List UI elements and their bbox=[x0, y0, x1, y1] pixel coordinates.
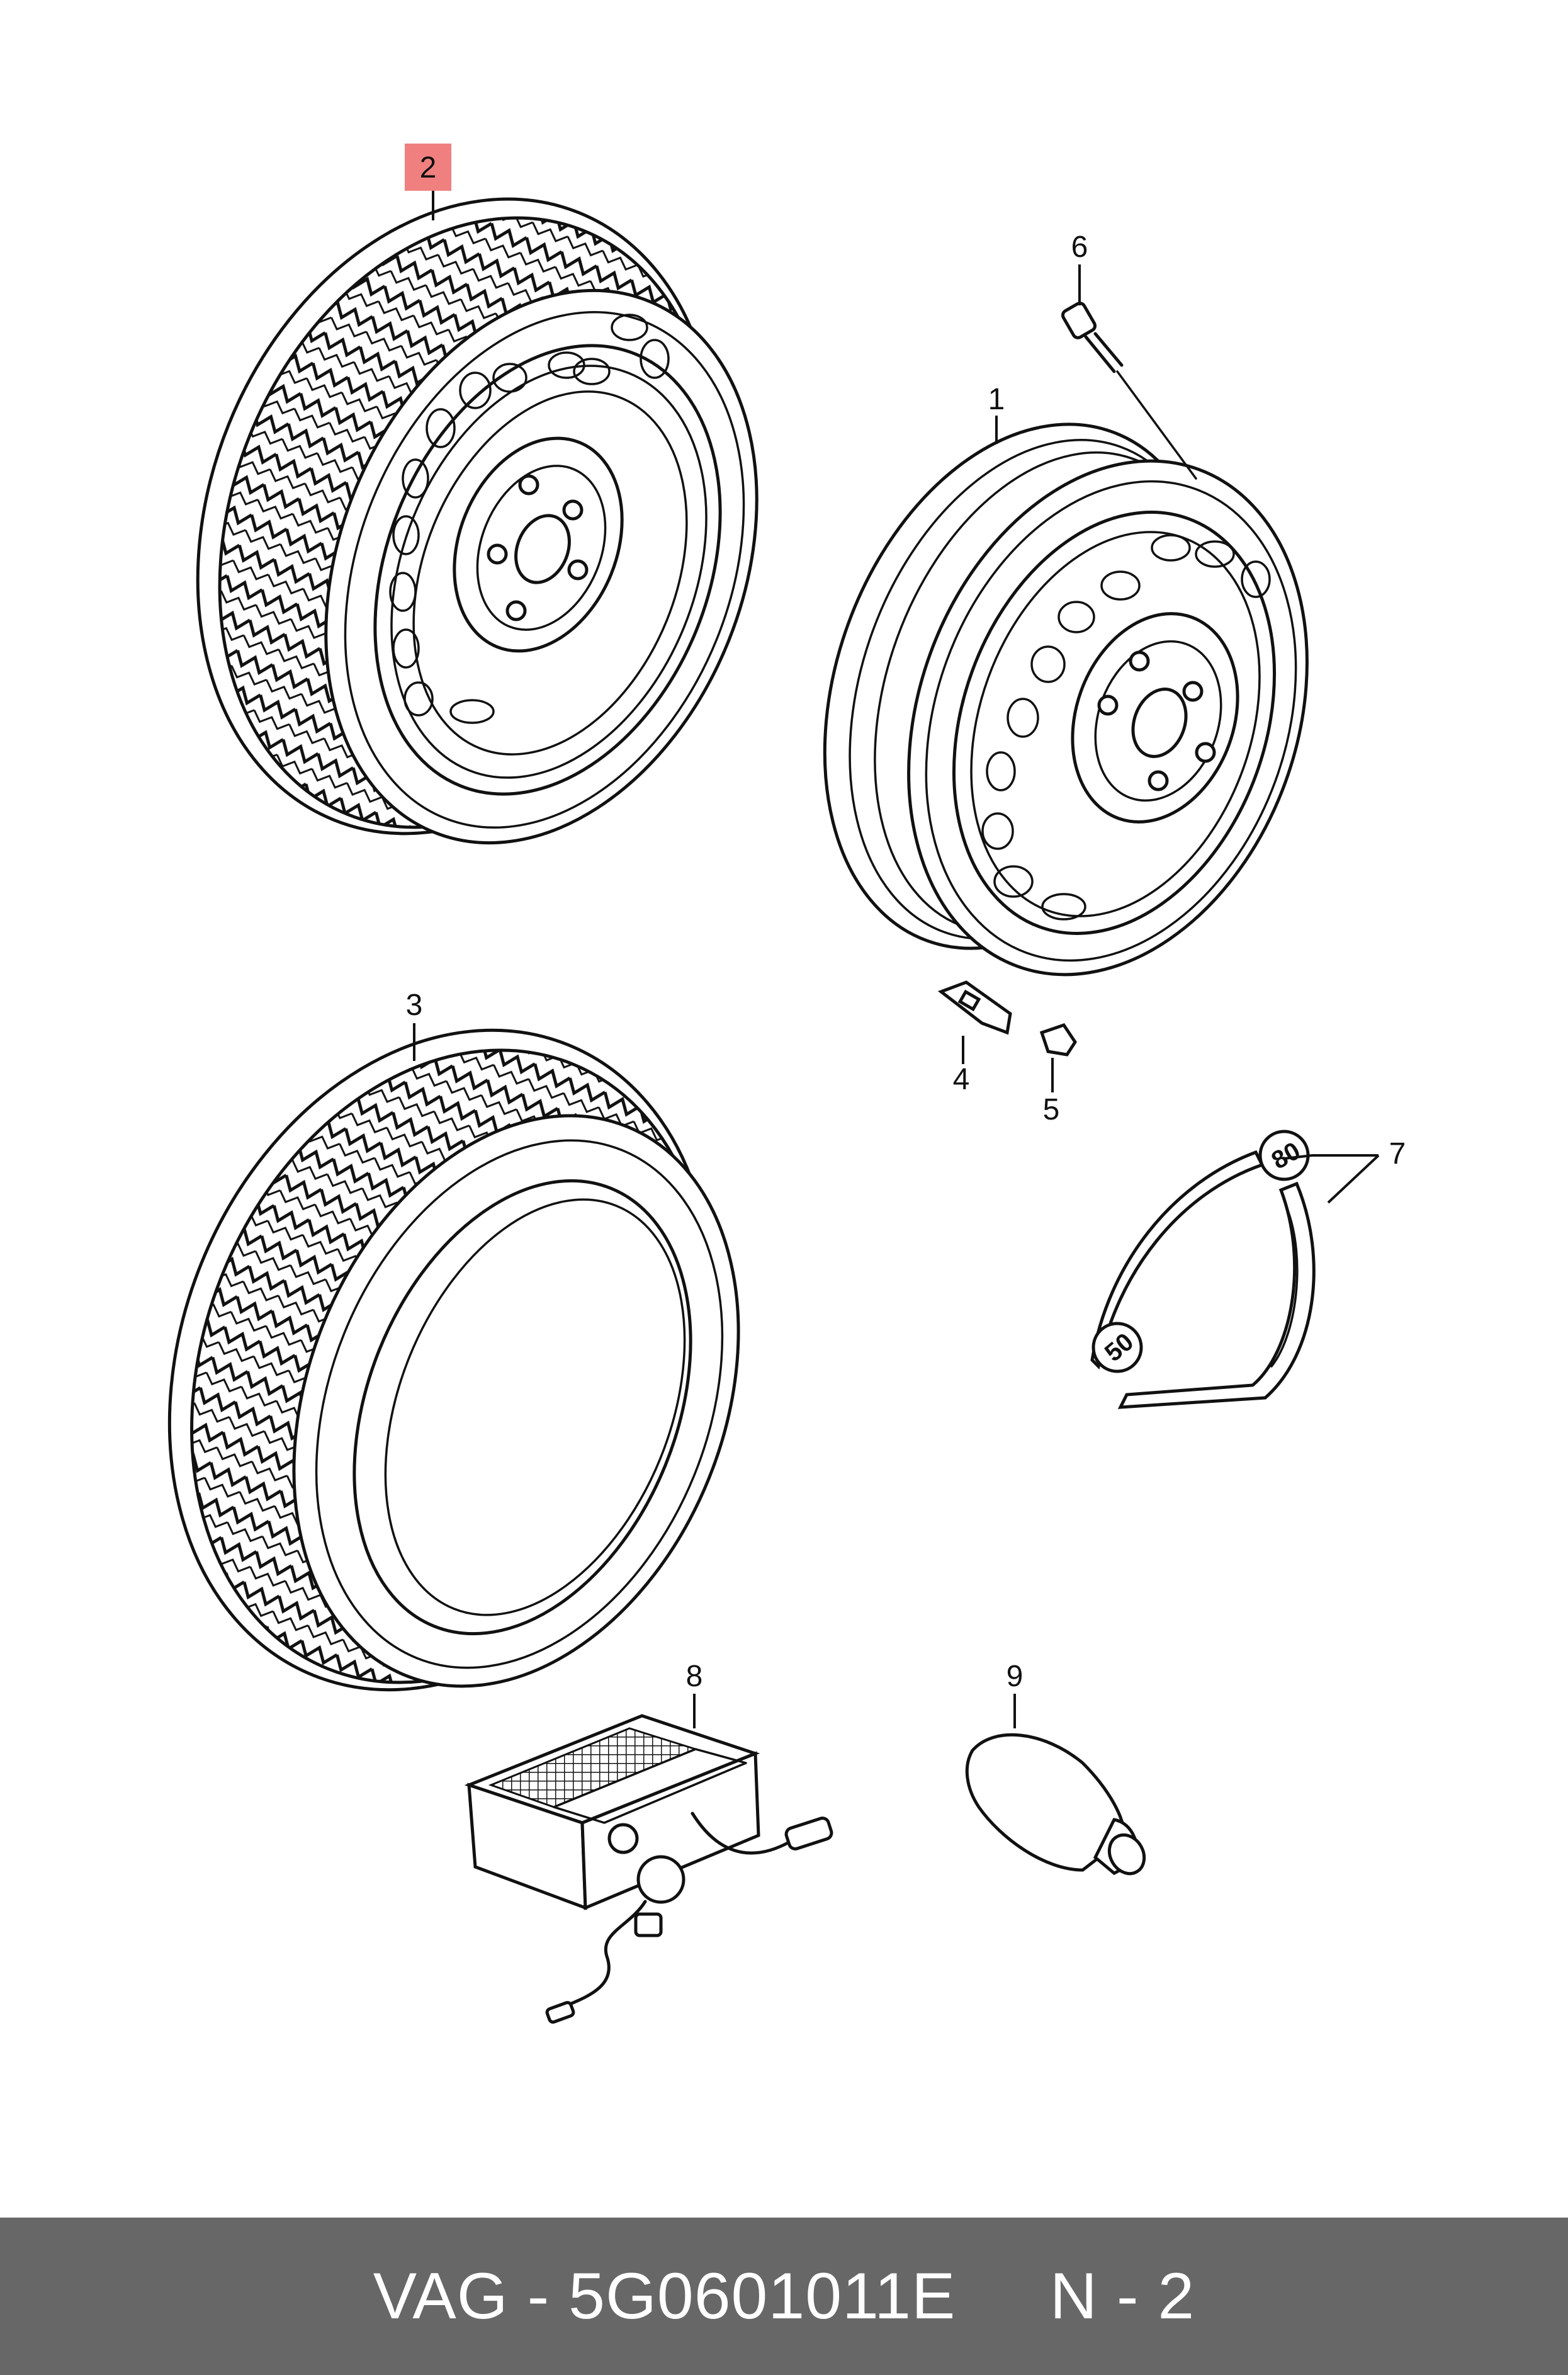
callout-8: 8 bbox=[686, 1660, 703, 1693]
complete-wheel-illustration bbox=[196, 197, 759, 845]
highlight-callout-2 bbox=[405, 144, 451, 191]
callout-4: 4 bbox=[953, 1063, 970, 1096]
callout-5: 5 bbox=[1043, 1093, 1060, 1126]
callout-3: 3 bbox=[406, 989, 423, 1022]
callout-9: 9 bbox=[1007, 1660, 1024, 1693]
tyre-illustration bbox=[167, 1028, 740, 1692]
callout-2: 2 bbox=[420, 151, 437, 184]
parts-diagram: 80 50 2 1 6 3 4 bbox=[167, 144, 1406, 2024]
part-number-caption: VAG - 5G0601011E N - 2 bbox=[373, 2259, 1195, 2333]
callout-7: 7 bbox=[1389, 1137, 1406, 1170]
footer-bar: VAG - 5G0601011E N - 2 bbox=[0, 2218, 1568, 2375]
small-clip-illustration bbox=[1039, 1023, 1077, 1057]
sealant-bottle-illustration bbox=[965, 1733, 1146, 1876]
leader-lines bbox=[413, 189, 1380, 1728]
inflator-compressor-illustration bbox=[464, 1714, 833, 2024]
callout-6: 6 bbox=[1071, 230, 1088, 264]
steel-rim-illustration bbox=[823, 422, 1309, 977]
tyre-valve-illustration bbox=[1061, 302, 1197, 480]
sensor-clip-illustration bbox=[937, 980, 1012, 1035]
balance-rings-illustration: 80 50 bbox=[1090, 1130, 1316, 1409]
callout-1: 1 bbox=[988, 383, 1005, 416]
